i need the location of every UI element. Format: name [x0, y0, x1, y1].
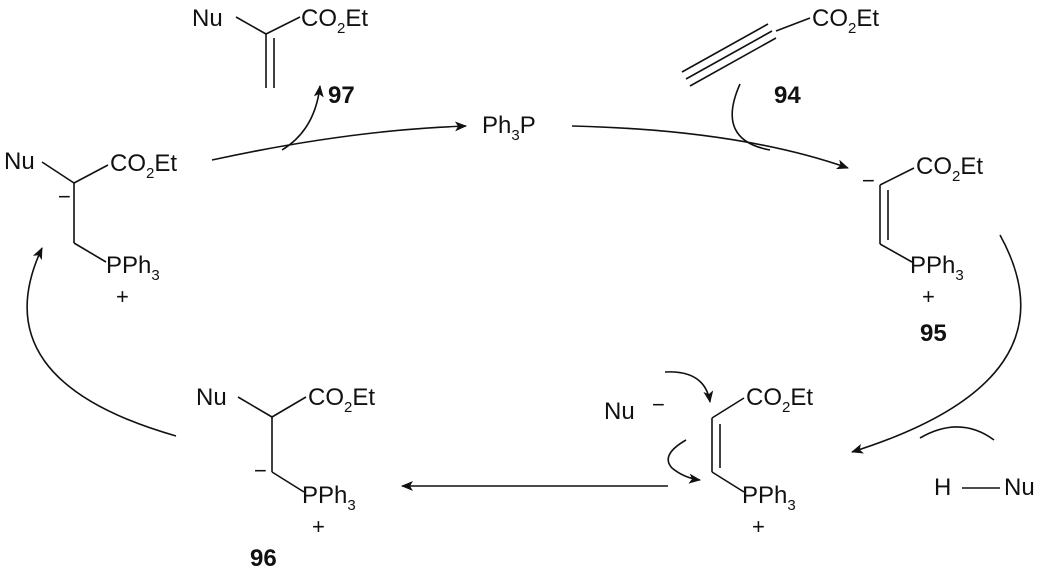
m96-nu: Nu: [196, 384, 227, 411]
m95-plus: +: [922, 284, 935, 309]
left-p-sub: 3: [151, 267, 160, 284]
right-pph3: PPh3: [742, 482, 796, 514]
bond-94-triple-c: [681, 23, 769, 73]
arrow-to-left-intermediate: [26, 247, 177, 437]
bond-left-nu: [41, 161, 75, 184]
bond-97-ester: [265, 16, 301, 35]
bond-95-ester: [879, 167, 915, 186]
m96-ester-tail: Et: [352, 384, 376, 411]
left-p: PPh: [106, 252, 152, 279]
arrow-to-ph3p: [211, 121, 467, 161]
m97-nu: Nu: [192, 5, 223, 32]
m95-minus: −: [862, 168, 875, 193]
right-nu-minus: −: [652, 392, 665, 417]
m95-p: PPh: [910, 252, 956, 279]
bond-right-p: [711, 471, 745, 493]
left-ester-tail: Et: [154, 150, 178, 177]
curly-arrow-nu-attack: [664, 371, 714, 403]
right-ester: CO2Et: [746, 384, 814, 416]
ph3p-sub: 3: [511, 127, 520, 144]
right-plus: +: [752, 514, 765, 539]
left-ester: CO2Et: [110, 150, 178, 182]
hnu-nu: Nu: [1004, 474, 1035, 501]
left-plus: +: [116, 284, 129, 309]
bond-96-nu: [237, 396, 273, 418]
m96-ester-co: CO: [308, 384, 344, 411]
right-ester-sub: 2: [782, 399, 791, 416]
bond-right-ester: [711, 397, 745, 419]
m95-ester-tail: Et: [960, 153, 984, 180]
m95-ester-co: CO: [916, 153, 952, 180]
m95-ester: CO2Et: [916, 153, 984, 185]
ph3p: Ph3P: [482, 112, 536, 144]
m96-ester: CO2Et: [308, 384, 376, 416]
right-nu: Nu: [604, 398, 635, 425]
label-97: 97: [328, 82, 355, 109]
label-96: 96: [250, 545, 277, 572]
bond-97-nu: [235, 16, 267, 35]
m97-ester-sub: 2: [337, 20, 346, 37]
bond-95-p: [879, 243, 913, 263]
right-ester-co: CO: [746, 384, 782, 411]
m96-p: PPh: [302, 482, 348, 509]
ph3p-ph: Ph: [482, 112, 512, 139]
m95-pph3: PPh3: [910, 252, 964, 284]
m97-ester-tail: Et: [345, 5, 369, 32]
left-nu: Nu: [4, 148, 35, 175]
left-minus: −: [58, 184, 71, 209]
m95-p-sub: 3: [955, 267, 964, 284]
bond-left-p: [73, 242, 107, 263]
curly-arrow-pi-shift: [667, 439, 701, 484]
arrow-release-97: [281, 85, 324, 151]
bond-96-ester: [271, 396, 307, 418]
right-p: PPh: [742, 482, 788, 509]
m97-ester: CO2Et: [301, 5, 369, 37]
ph3p-p: P: [519, 112, 536, 139]
left-ester-sub: 2: [146, 165, 155, 182]
m94-ester-sub: 2: [848, 20, 857, 37]
right-ester-tail: Et: [790, 384, 814, 411]
m96-plus: +: [312, 514, 325, 539]
m96-p-sub: 3: [347, 497, 356, 514]
label-94: 94: [774, 82, 801, 109]
right-p-sub: 3: [787, 497, 796, 514]
m96-ester-sub: 2: [344, 399, 353, 416]
arrow-94-entry: [731, 83, 771, 151]
arrow-to-right-intermediate: [851, 234, 1022, 454]
bond-left-ester: [73, 164, 109, 184]
m96-minus: −: [254, 458, 267, 483]
bond-94-triple-b: [689, 37, 777, 87]
hnu-h: H: [934, 474, 952, 501]
m94-ester-co: CO: [812, 5, 848, 32]
label-95: 95: [920, 320, 947, 347]
m97-ester-co: CO: [301, 5, 337, 32]
m94-ester: CO2Et: [812, 5, 880, 37]
m94-ester-tail: Et: [856, 5, 880, 32]
left-pph3: PPh3: [106, 252, 160, 284]
m96-pph3: PPh3: [302, 482, 356, 514]
bond-94-ester: [775, 17, 811, 32]
arrow-to-95: [571, 125, 849, 170]
bond-94-triple-a: [685, 30, 773, 80]
bond-96-p: [271, 471, 305, 493]
m95-ester-sub: 2: [952, 168, 961, 185]
arrow-h-nu-entry: [919, 426, 995, 441]
left-ester-co: CO: [110, 150, 146, 177]
